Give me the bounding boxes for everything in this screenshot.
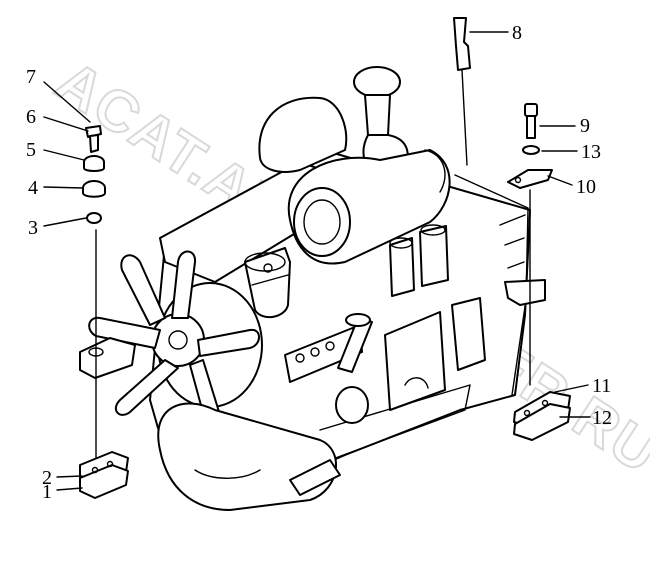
fuel-filters <box>389 224 449 297</box>
callout-9: 9 <box>580 115 590 137</box>
callout-5: 5 <box>26 139 36 161</box>
callout-10: 10 <box>576 176 596 198</box>
part-8-pipe <box>453 17 471 166</box>
callout-3: 3 <box>28 217 38 239</box>
callout-4: 4 <box>28 177 38 199</box>
part-10-bracket <box>507 169 553 386</box>
injection-pump <box>284 313 373 383</box>
callout-7: 7 <box>26 66 36 88</box>
starter-motor <box>335 297 486 424</box>
callout-12: 12 <box>592 407 612 429</box>
leader-lines <box>43 31 591 491</box>
part-1-2-mount-plates <box>79 229 129 499</box>
part-3-to-7-stack <box>82 125 106 224</box>
callout-13: 13 <box>581 141 601 163</box>
part-3-washer <box>86 212 102 224</box>
callout-6: 6 <box>26 106 36 128</box>
air-filter-assembly <box>258 66 451 265</box>
callout-11: 11 <box>592 375 611 397</box>
callout-8: 8 <box>512 22 522 44</box>
part-9-bolt <box>524 103 538 139</box>
part-11-12-mount-plates <box>513 391 571 441</box>
front-cover <box>157 402 341 511</box>
part-7-bolt-shank <box>89 134 99 153</box>
callout-1: 1 <box>42 481 52 503</box>
part-13-washer <box>522 145 540 155</box>
callout-2: 2 <box>42 467 52 489</box>
callout-labels: 1 2 3 4 5 6 7 8 9 10 11 12 13 <box>26 22 612 503</box>
oil-filter <box>244 247 291 319</box>
cooling-fan <box>88 250 263 429</box>
front-mount-bracket <box>79 337 136 379</box>
